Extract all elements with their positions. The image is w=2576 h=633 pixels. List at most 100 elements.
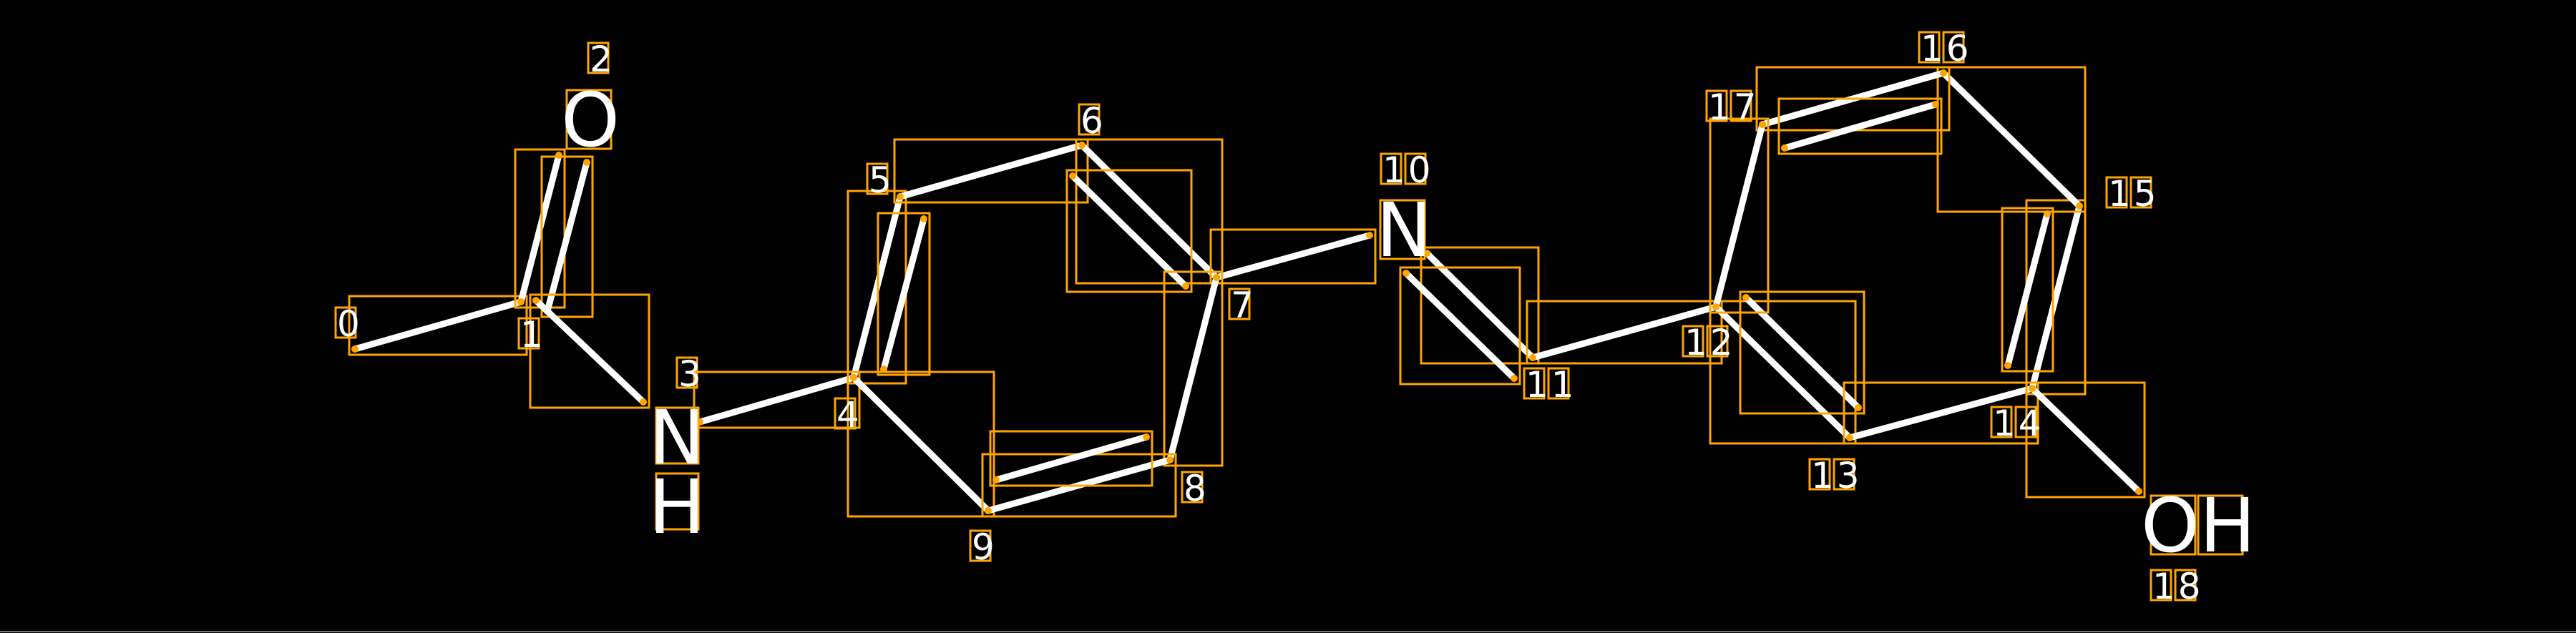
bond-bbox xyxy=(1843,381,2039,445)
bond-endpoint xyxy=(985,507,992,514)
bond-endpoint xyxy=(1182,283,1189,290)
bond-endpoint xyxy=(1781,144,1788,152)
bond-15-16 xyxy=(1936,66,2087,213)
bond-endpoint xyxy=(1932,101,1939,108)
bond-endpoint xyxy=(1846,434,1853,441)
bond-line xyxy=(850,374,992,514)
bond-endpoint xyxy=(517,298,525,305)
bond-endpoint xyxy=(351,345,358,353)
bond-7-10 xyxy=(1209,228,1377,285)
bond-17-12 xyxy=(1709,117,1770,314)
bond-endpoint xyxy=(1855,404,1862,411)
bond-bbox xyxy=(540,155,594,318)
bond-16-17 xyxy=(1755,66,1951,155)
atom-index-label: 6 xyxy=(1080,100,1106,142)
bond-bbox xyxy=(1936,66,2087,213)
bond-endpoint xyxy=(1511,375,1518,382)
bond-4-9 xyxy=(847,371,995,518)
index-char-box xyxy=(1228,288,1251,320)
bond-bbox xyxy=(1065,169,1193,293)
bond-line xyxy=(1213,232,1373,281)
bond-line-inner xyxy=(1402,270,1518,382)
index-char-box xyxy=(1181,471,1204,504)
index-char-box xyxy=(866,162,889,195)
atom-3: 3NH xyxy=(649,353,705,551)
atom-16: 16 xyxy=(1918,28,1969,69)
bond-6-7 xyxy=(1065,138,1224,293)
index-char-box xyxy=(2129,176,2152,209)
index-char-box xyxy=(1705,89,1728,122)
bond-line xyxy=(532,297,647,406)
atom-symbol: OH xyxy=(2141,482,2255,569)
index-char-box xyxy=(1682,325,1704,358)
symbol-char-box xyxy=(655,472,700,531)
index-char-box xyxy=(2014,406,2037,438)
atom-8: 8 xyxy=(1181,468,1209,509)
atom-index-label: 5 xyxy=(869,160,894,201)
bond-line-inner xyxy=(1781,101,1939,152)
bond-endpoint xyxy=(920,215,927,222)
atom-2: 2O xyxy=(561,39,620,164)
symbol-char-box xyxy=(2197,494,2244,556)
bond-endpoint xyxy=(1213,274,1220,281)
atom-0: 0 xyxy=(334,303,363,345)
bond-bbox xyxy=(1399,266,1521,386)
bond-bbox xyxy=(2001,207,2054,373)
atom-index-label: 12 xyxy=(1684,322,1736,363)
index-char-box xyxy=(675,356,698,389)
atom-12: 12 xyxy=(1682,322,1736,363)
bond-line-inner xyxy=(544,159,590,315)
index-char-box xyxy=(2174,569,2197,602)
bond-line xyxy=(1846,385,2036,441)
atom-symbol: O xyxy=(561,77,620,164)
atom-14: 14 xyxy=(1990,403,2044,444)
atom-11: 11 xyxy=(1523,364,1574,406)
bond-10-11 xyxy=(1399,246,1540,386)
bond-bbox xyxy=(1526,300,1723,365)
bond-5-6 xyxy=(893,138,1089,204)
bond-bbox xyxy=(1709,117,1770,314)
atom-1: 1 xyxy=(517,314,543,355)
bond-bbox xyxy=(1709,300,1857,445)
bond-1-2 xyxy=(514,148,594,318)
bond-endpoint xyxy=(992,476,1000,484)
atom-index-label: 4 xyxy=(836,394,862,436)
bond-endpoint xyxy=(1366,232,1373,239)
bond-endpoint xyxy=(532,297,540,304)
index-char-box xyxy=(1380,152,1402,185)
atom-index-label: 2 xyxy=(590,39,615,80)
bond-bbox xyxy=(2025,381,2146,499)
bond-bbox xyxy=(1420,246,1540,365)
atom-index-label: 7 xyxy=(1231,285,1257,326)
bond-line xyxy=(1166,274,1220,463)
bond-endpoint xyxy=(1078,142,1085,149)
bond-bbox xyxy=(348,295,528,356)
atom-index-label: 14 xyxy=(1993,403,2044,444)
bond-endpoint xyxy=(850,374,857,381)
index-char-box xyxy=(587,41,610,74)
index-char-box xyxy=(2150,569,2172,602)
atom-index-label: 0 xyxy=(337,303,363,345)
atom-17: 17 xyxy=(1705,87,1757,128)
atom-index-label: 8 xyxy=(1184,468,1209,509)
index-char-box xyxy=(334,306,357,339)
bond-bbox xyxy=(877,212,931,376)
bond-bbox xyxy=(693,371,861,429)
symbol-char-box xyxy=(1379,199,1426,260)
atom-index-label: 3 xyxy=(678,353,704,395)
atom-13: 13 xyxy=(1808,455,1860,496)
bond-bbox xyxy=(529,293,650,409)
atom-index-label: 15 xyxy=(2108,173,2160,215)
bond-endpoint xyxy=(640,398,647,406)
index-char-box xyxy=(2105,176,2128,209)
bond-bbox xyxy=(1209,228,1377,285)
index-char-box xyxy=(1833,458,1855,491)
index-char-box xyxy=(1547,367,1570,400)
bond-bbox xyxy=(989,430,1153,487)
bond-line xyxy=(517,152,562,305)
bond-line xyxy=(351,298,525,353)
bond-line xyxy=(1712,303,1853,441)
bond-1-3 xyxy=(529,293,650,409)
